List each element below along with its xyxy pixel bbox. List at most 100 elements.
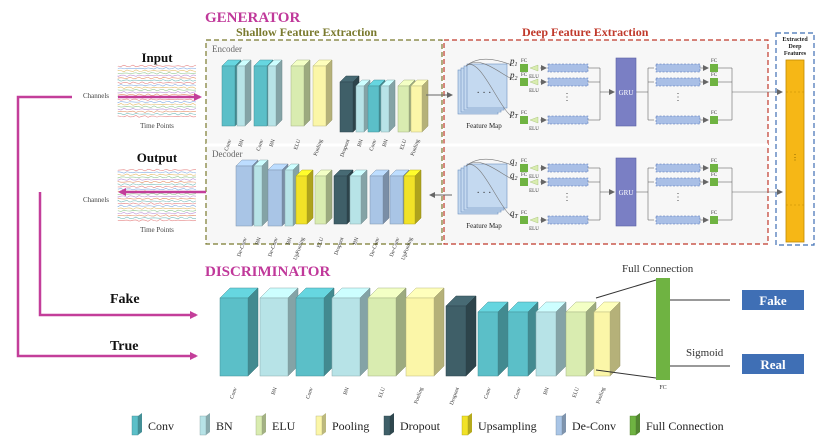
encoder-layer-label: ELU — [293, 139, 302, 151]
full-connection-label: Full Connection — [622, 263, 694, 275]
fc-bar — [656, 278, 670, 380]
encoder-fc-tag: FC — [521, 73, 528, 78]
decoder-out-fc-tag: FC — [711, 211, 718, 216]
decoder-gru-label: GRU — [619, 189, 634, 197]
legend-item-upsampling: Upsampling — [461, 413, 537, 436]
svg-text:⋮: ⋮ — [673, 192, 683, 203]
decoder-layer-de-conv — [369, 169, 390, 225]
encoder-elu-tag: ELU — [529, 89, 539, 94]
decoder-feature-vector — [547, 177, 589, 187]
disc-layer-label: BN — [343, 387, 351, 396]
decoder-layer-label: BN — [255, 237, 263, 246]
encoder-step-label: p2 — [509, 70, 518, 82]
disc-layer-label: Pooling — [595, 386, 607, 404]
encoder-feature-map — [457, 63, 508, 115]
decoder-out-fc-tag: FC — [711, 173, 718, 178]
decoder-elu-tag: ELU — [529, 175, 539, 180]
svg-text:⋮: ⋮ — [673, 92, 683, 103]
encoder-layer-pooling — [410, 79, 429, 133]
output-real-label: Real — [760, 357, 786, 372]
encoder-layer-label: Conv — [369, 138, 379, 151]
encoder-feature-map-label: Feature Map — [466, 122, 502, 130]
output-channels-label: Channels — [83, 196, 109, 204]
input-signal-panel — [117, 64, 197, 118]
decoder-layer-label: ELU — [316, 237, 325, 249]
encoder-fc-unit — [520, 78, 528, 86]
legend-item-elu: ELU — [255, 413, 296, 436]
output-time-points-label: Time Points — [140, 226, 174, 234]
encoder-hidden-vector — [655, 77, 701, 87]
fake-route — [38, 192, 198, 319]
decoder-out-fc-unit — [710, 164, 718, 172]
legend-label: Full Connection — [646, 419, 724, 433]
legend-item-de-conv: De-Conv — [555, 413, 616, 436]
encoder-out-fc-tag: FC — [711, 111, 718, 116]
disc-layer-label: Pooling — [413, 386, 425, 404]
encoder-layer-elu — [290, 59, 311, 127]
encoder-layer-label: BN — [269, 139, 277, 148]
legend-label: ELU — [272, 419, 296, 433]
encoder-gru-label: GRU — [619, 89, 634, 97]
decoder-label: Decoder — [212, 149, 242, 159]
decoder-out-fc-unit — [710, 178, 718, 186]
decoder-layer-bn — [349, 169, 368, 225]
decoder-fc-tag: FC — [521, 159, 528, 164]
disc-layer-bn — [331, 287, 371, 377]
encoder-out-fc-tag: FC — [711, 73, 718, 78]
legend-item-full-connection: Full Connection — [629, 413, 724, 436]
disc-layer-label: Conv — [513, 386, 523, 399]
disc-layer-label: Dropout — [449, 386, 461, 406]
encoder-layer-label: Pooling — [313, 138, 325, 156]
disc-layer-label: ELU — [572, 387, 581, 399]
decoder-layer-label: BN — [286, 237, 294, 246]
encoder-step-label: p1 — [509, 56, 518, 68]
decoder-step-label: q1 — [510, 156, 518, 168]
disc-layer-conv — [219, 287, 259, 377]
fc-bar-label: FC — [659, 385, 666, 391]
encoder-out-fc-tag: FC — [711, 59, 718, 64]
decoder-fc-tag: FC — [521, 173, 528, 178]
decoder-layer-bn — [253, 159, 269, 227]
encoder-layer-bn — [236, 59, 252, 127]
decoder-feature-map — [457, 163, 508, 215]
generator-title: GENERATOR — [205, 10, 300, 26]
legend-item-conv: Conv — [131, 413, 174, 436]
true-input-label: True — [110, 339, 139, 354]
disc-layer-label: Conv — [229, 386, 239, 399]
output-signal-panel — [117, 168, 197, 222]
legend-label: BN — [216, 419, 233, 433]
decoder-hidden-vector — [655, 163, 701, 173]
disc-layer-conv — [477, 301, 509, 377]
encoder-layer-label: BN — [357, 139, 365, 148]
extracted-dots: ⋮ — [791, 153, 799, 162]
input-channels-label: Channels — [83, 92, 109, 100]
disc-layer-elu — [565, 301, 597, 377]
decoder-step-label: q2 — [510, 170, 518, 182]
decoder-out-fc-tag: FC — [711, 159, 718, 164]
decoder-out-fc-unit — [710, 216, 718, 224]
disc-layer-label: BN — [271, 387, 279, 396]
encoder-layer-pooling — [312, 59, 333, 127]
output-fake-label: Fake — [759, 293, 787, 308]
encoder-out-fc-unit — [710, 64, 718, 72]
decoder-layer-uppooling — [295, 169, 314, 225]
true-route — [16, 95, 198, 360]
encoder-feature-map-dots: · · · — [477, 88, 492, 99]
encoder-fc-tag: FC — [521, 59, 528, 64]
disc-layer-label: ELU — [378, 387, 387, 399]
disc-layer-label: Conv — [483, 386, 493, 399]
disc-layer-conv — [507, 301, 539, 377]
fc-to-outputs — [670, 299, 730, 367]
disc-layer-label: Conv — [305, 386, 315, 399]
decoder-fc-tag: FC — [521, 211, 528, 216]
encoder-layer-label: BN — [382, 139, 390, 148]
disc-layer-pooling — [405, 287, 445, 377]
decoder-step-label: qT — [510, 208, 519, 220]
decoder-hidden-vector — [655, 177, 701, 187]
encoder-feature-vector — [547, 77, 589, 87]
decoder-feature-vector — [547, 215, 589, 225]
encoder-feature-vector — [547, 115, 589, 125]
encoder-fc-unit — [520, 116, 528, 124]
encoder-layer-label: Pooling — [410, 138, 422, 156]
